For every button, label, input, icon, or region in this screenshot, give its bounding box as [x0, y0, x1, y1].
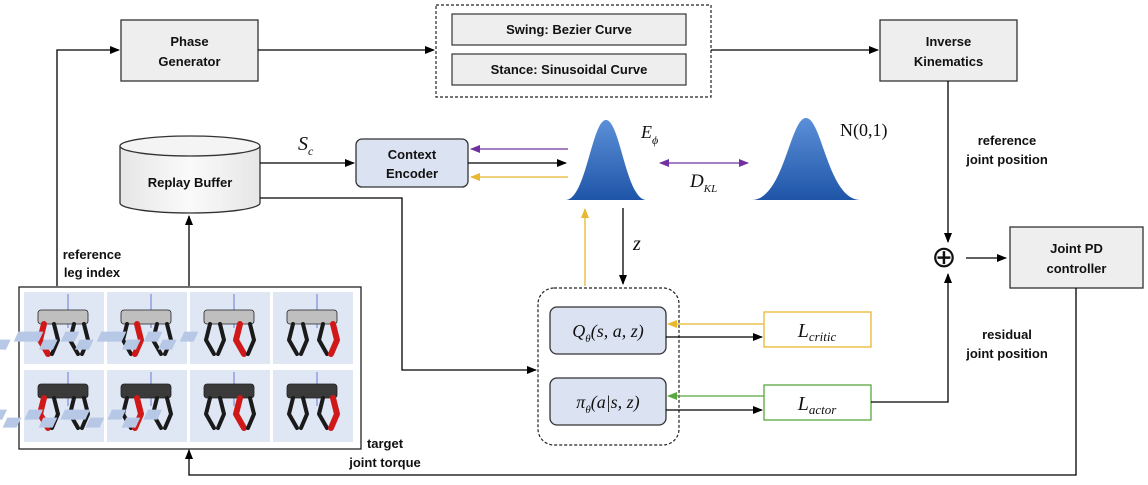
dkl-symbol: DKL: [689, 171, 717, 195]
swing-box: Swing: Bezier Curve: [451, 13, 687, 46]
robot-thumbnail: [24, 292, 270, 364]
replay-buffer-label: Replay Buffer: [148, 175, 233, 190]
actor-critic-group-box: [537, 287, 680, 446]
robot-thumbnail: [71, 370, 353, 442]
arrow-residual-to-sum: [871, 273, 952, 403]
prior-gaussian: [752, 118, 860, 200]
residual-joint-position-label-2: joint position: [965, 346, 1048, 361]
inverse-kinematics-label-2: Kinematics: [914, 54, 983, 69]
actor-loss-box: Lactor: [763, 384, 872, 421]
robot-simulation-panel: [0, 286, 362, 450]
critic-network-box: Qθ(s, a, z): [549, 306, 667, 355]
phase-generator-label-2: Generator: [158, 54, 220, 69]
joint-pd-controller-box: Joint PD controller: [1009, 226, 1144, 289]
stance-box: Stance: Sinusoidal Curve: [451, 53, 687, 86]
reference-joint-position-label-2: joint position: [965, 152, 1048, 167]
joint-pd-label-2: controller: [1047, 261, 1107, 276]
robot-tiles: [0, 292, 353, 442]
n01-symbol: N(0,1): [840, 120, 888, 141]
z-symbol: z: [632, 233, 641, 255]
l-actor-label: Lactor: [797, 393, 838, 417]
replay-buffer-cylinder: Replay Buffer: [119, 135, 261, 214]
trajectory-group-box: [435, 4, 712, 98]
phase-generator-box: Phase Generator: [120, 19, 259, 82]
robot-thumbnail: [24, 370, 104, 442]
arrow-pd-to-robot: [185, 288, 1077, 476]
robot-thumbnail: [0, 292, 187, 364]
sc-symbol: Sc: [298, 133, 314, 158]
inverse-kinematics-label-1: Inverse: [926, 34, 972, 49]
e-phi-symbol: Eϕ: [640, 122, 658, 147]
target-joint-torque-label-1: target: [367, 436, 404, 451]
context-encoder-label-2: Encoder: [386, 166, 438, 181]
arrow-leg-index-to-phase: [56, 46, 120, 286]
swing-label: Swing: Bezier Curve: [506, 22, 632, 37]
reference-joint-position-label-1: reference: [978, 133, 1037, 148]
reference-leg-index-label-1: reference: [63, 247, 122, 262]
robot-thumbnail: [24, 292, 104, 364]
residual-joint-position-label-1: residual: [982, 327, 1032, 342]
sum-operator-icon: ⊕: [931, 241, 956, 274]
target-joint-torque-label-2: joint torque: [348, 455, 421, 470]
context-encoder-label-1: Context: [388, 147, 437, 162]
inverse-kinematics-box: Inverse Kinematics: [879, 19, 1018, 82]
stance-label: Stance: Sinusoidal Curve: [491, 62, 648, 77]
actor-network-box: πθ(a|s, z): [549, 377, 667, 426]
pi-theta-label: πθ(a|s, z): [576, 392, 639, 416]
robot-thumbnail: [107, 370, 187, 442]
reference-leg-index-label-2: leg index: [64, 265, 121, 280]
robot-thumbnail: [0, 370, 270, 442]
robot-thumbnail: [107, 292, 353, 364]
arrow-buffer-to-networks: [260, 197, 537, 374]
joint-pd-label-1: Joint PD: [1050, 241, 1103, 256]
critic-loss-box: Lcritic: [763, 311, 872, 348]
phase-generator-label-1: Phase: [170, 34, 208, 49]
posterior-gaussian: [566, 120, 646, 200]
q-theta-label: Qθ(s, a, z): [572, 321, 643, 345]
context-encoder-box: Context Encoder: [355, 138, 469, 188]
l-critic-label: Lcritic: [797, 320, 837, 344]
